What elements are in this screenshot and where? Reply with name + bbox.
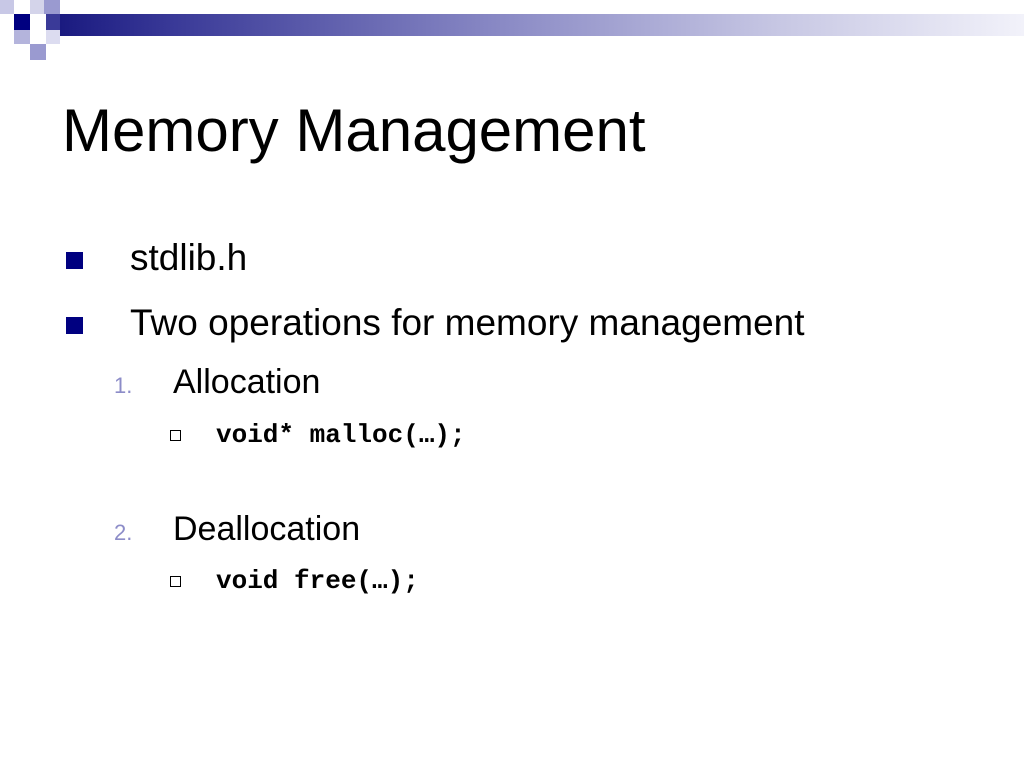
header-decoration-square — [30, 44, 46, 60]
operation-label-deallocation: Deallocation — [173, 510, 361, 548]
code-malloc: void* malloc(…); — [216, 420, 466, 450]
header-decoration-square — [30, 0, 44, 14]
header-decoration-square — [14, 30, 30, 44]
list-number-1: 1. — [114, 373, 133, 398]
square-bullet-icon — [66, 317, 83, 334]
header-decoration-square — [46, 14, 60, 30]
operation-label-allocation: Allocation — [173, 363, 321, 401]
bullet-text-stdlib: stdlib.h — [130, 237, 248, 278]
square-bullet-icon — [66, 252, 83, 269]
slide-title: Memory Management — [62, 97, 646, 164]
bullet-text-operations: Two operations for memory management — [130, 302, 805, 343]
header-decoration-square — [44, 0, 60, 14]
header-decoration-square — [46, 30, 60, 44]
hollow-square-bullet-icon — [170, 430, 181, 441]
header-gradient-bar — [60, 14, 1024, 36]
code-free: void free(…); — [216, 566, 419, 596]
header-decoration-square — [14, 14, 30, 30]
list-number-2: 2. — [114, 520, 133, 545]
hollow-square-bullet-icon — [170, 576, 181, 587]
header-decoration-square — [0, 0, 14, 14]
